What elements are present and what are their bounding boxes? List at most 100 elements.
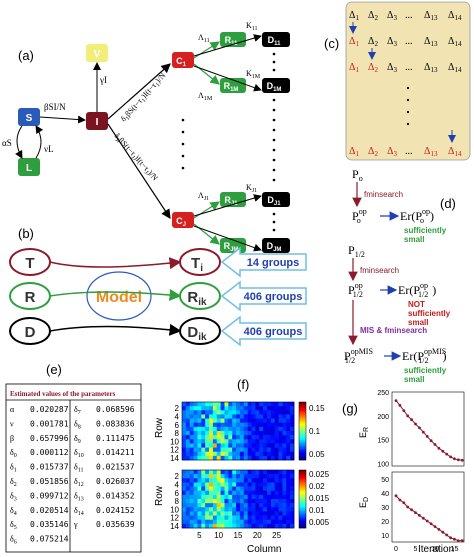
- g-point: [441, 449, 445, 453]
- heatmap-cell: [251, 435, 256, 440]
- arrow-s-to-i: [39, 115, 86, 124]
- heatmap-cell: [239, 447, 245, 453]
- heatmap-cell: [286, 447, 291, 453]
- heatmap-cell: [286, 406, 291, 411]
- heatmap-cell: [224, 447, 229, 453]
- colorbar-segment: [299, 406, 306, 409]
- heatmap-cell: [216, 486, 221, 492]
- g-point: [406, 414, 410, 418]
- heatmap-cell: [282, 435, 287, 440]
- heatmap-cell: [201, 470, 206, 475]
- heatmap-cell: [216, 455, 221, 461]
- heatmap-cell: [212, 414, 218, 419]
- heatmap-cell: [239, 435, 245, 440]
- heatmap-cell: [212, 482, 218, 487]
- heatmap-cell: [274, 431, 279, 436]
- heatmap-cell: [290, 431, 295, 436]
- heatmap-cell: [278, 499, 283, 504]
- g-point: [429, 522, 433, 526]
- heatmap-cell: [193, 402, 198, 407]
- b-input-d-label: D: [25, 324, 36, 341]
- heatmap-cell: [290, 402, 295, 407]
- heatmap-cell: [228, 499, 233, 504]
- heatmap-cell: [228, 402, 233, 407]
- table-param-value: 0.020287: [30, 405, 69, 414]
- heatmap-cell: [216, 402, 221, 407]
- heatmap-cell: [193, 451, 198, 457]
- heatmap-cell: [266, 455, 272, 461]
- heatmap-cell: [270, 474, 275, 479]
- heatmap-cell: [263, 439, 268, 444]
- svg-text:Δ3: Δ3: [387, 146, 397, 158]
- heatmap-cell: [220, 455, 225, 461]
- heatmap-cell: [189, 422, 194, 428]
- heatmap-cell: [239, 406, 245, 411]
- heatmap-cell: [259, 486, 264, 492]
- heatmap-cell: [243, 486, 248, 492]
- arrow-c1-to-d1m: [193, 65, 262, 92]
- heatmap-cell: [263, 447, 268, 453]
- heatmap-cell: [201, 414, 206, 419]
- heatmap-cell: [270, 439, 275, 444]
- heatmap-cell: [232, 422, 237, 428]
- heatmap-cell: [247, 414, 252, 419]
- g-ytick: 100: [377, 462, 389, 469]
- heatmap-cell: [201, 410, 206, 415]
- heatmap-cell: [185, 511, 191, 516]
- heatmap-cell: [282, 478, 287, 483]
- heatmap-cell: [266, 402, 272, 407]
- heatmap-cell: [243, 474, 248, 479]
- heatmap-cell: [259, 503, 264, 508]
- heatmap-cell: [197, 490, 202, 496]
- arrow-c1-to-r11: [193, 41, 221, 59]
- heatmap-cell: [270, 443, 275, 448]
- heatmap-cell: [197, 402, 202, 407]
- colorbar-segment: [299, 526, 306, 529]
- heatmap-cell: [232, 418, 237, 424]
- table-param-value: 0.083836: [96, 419, 135, 428]
- heatmap-cell: [274, 451, 279, 457]
- svg-text:Δ13: Δ13: [424, 10, 438, 22]
- heatmap-cell: [270, 503, 275, 508]
- heatmap-cell: [232, 499, 237, 504]
- heatmap-cell: [282, 519, 287, 525]
- heatmap-cell: [216, 494, 221, 500]
- table-param-name: β: [10, 434, 14, 443]
- heatmap-cell: [251, 519, 256, 525]
- heatmap-cell: [251, 490, 256, 496]
- svg-text:Δ1: Δ1: [349, 10, 359, 22]
- heatmap-cell: [220, 490, 225, 496]
- heatmap-cell: [209, 414, 214, 419]
- heatmap-cell: [259, 426, 264, 432]
- heatmap-cell: [286, 507, 291, 512]
- heatmap-cell: [189, 402, 194, 407]
- heatmap-cell: [212, 422, 218, 428]
- heatmap-cell: [212, 431, 218, 436]
- heatmap-cell: [239, 478, 245, 483]
- heatmap-cell: [259, 451, 264, 457]
- g-ytick: 40: [381, 491, 389, 498]
- heatmap-cell: [182, 503, 187, 508]
- g-ylabel-top: ER: [358, 427, 370, 438]
- node-r1m: [220, 78, 246, 93]
- colorbar-segment: [299, 412, 306, 414]
- heatmap-cell: [286, 478, 291, 483]
- heatmap-cell: [189, 515, 194, 521]
- heatmap-cell: [270, 410, 275, 415]
- heatmap-cell: [189, 490, 194, 496]
- heatmap-cell: [239, 474, 245, 479]
- heatmap-cell: [212, 523, 218, 529]
- heatmap-ytick: 10: [170, 505, 179, 514]
- heatmap-cell: [232, 406, 237, 411]
- heatmap-cell: [216, 511, 221, 516]
- heatmap-cell: [228, 519, 233, 525]
- heatmap-cell: [185, 474, 191, 479]
- heatmap-cell: [274, 426, 279, 432]
- d-notsuff-b: sufficiently: [408, 309, 451, 318]
- heatmap-cell: [189, 503, 194, 508]
- heatmap-cell: [236, 507, 241, 512]
- heatmap-cell: [255, 511, 260, 516]
- heatmap-cell: [185, 507, 191, 512]
- heatmap-cell: [286, 414, 291, 419]
- heatmap-cell: [278, 406, 283, 411]
